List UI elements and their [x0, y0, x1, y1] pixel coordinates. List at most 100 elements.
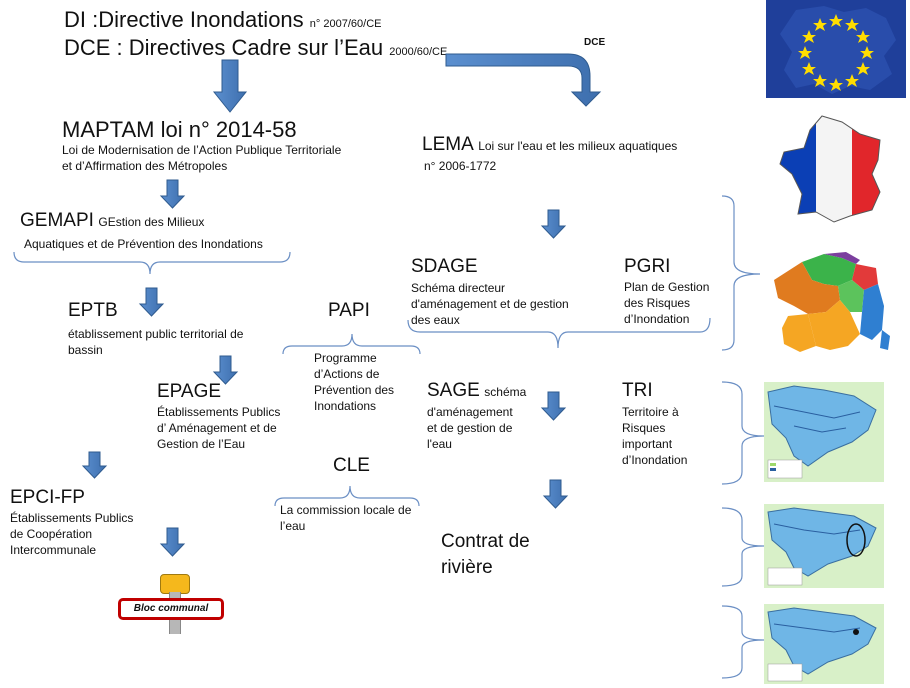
dce-heading: DCE : Directives Cadre sur l’Eau 2000/60…	[64, 36, 447, 64]
di-title: DI :Directive Inondations	[64, 7, 304, 32]
sage-title: SAGE	[427, 380, 480, 401]
arrow-down-icon	[212, 59, 248, 113]
epage-description: Établissements Publics d’ Aménagement et…	[157, 404, 280, 452]
sdage-desc-line: Schéma directeur	[411, 281, 506, 295]
gemapi-title: GEMAPI	[20, 210, 94, 231]
sdage-description: Schéma directeur d'aménagement et de ges…	[411, 280, 569, 328]
papi-desc-line: d’Actions de	[314, 367, 380, 381]
eu-map-icon	[766, 0, 906, 98]
tri-description: Territoire à Risques important d’Inondat…	[622, 404, 687, 468]
epage-desc-line: Gestion de l’Eau	[157, 437, 246, 451]
sage-desc-line: schéma	[484, 385, 527, 399]
france-flag-map-icon	[779, 115, 881, 223]
cle-brace	[274, 485, 420, 507]
papi-desc-line: Prévention des	[314, 383, 395, 397]
france-basins-map-icon	[774, 252, 890, 352]
cle-title: CLE	[333, 455, 370, 476]
contrat-basin-map-image	[764, 504, 884, 588]
bottom-basin-map-image	[764, 604, 884, 684]
epci-desc-line: Intercommunale	[10, 543, 97, 557]
eptb-title: EPTB	[68, 300, 118, 321]
cle-desc-line: La commission locale de	[280, 503, 412, 517]
cle-description: La commission locale de l’eau	[280, 502, 411, 534]
dce-arrow-label: DCE	[584, 37, 606, 48]
eptb-desc-line: établissement public territorial de	[68, 327, 244, 341]
di-heading: DI :Directive Inondations n° 2007/60/CE	[64, 8, 381, 36]
sdage-desc-line: d'aménagement et de gestion	[411, 297, 569, 311]
france-regions-brace	[721, 195, 761, 351]
papi-brace	[282, 333, 421, 355]
epage-desc-line: d’ Aménagement et de	[157, 421, 277, 435]
basin-map-icon	[764, 604, 884, 684]
sdage-brace	[407, 317, 711, 349]
lema-title: LEMA	[422, 134, 474, 155]
basin-map-icon	[764, 382, 884, 482]
arrow-down-icon	[159, 179, 186, 209]
sdage-title: SDAGE	[411, 256, 478, 277]
france-basins-map-image	[764, 250, 894, 354]
arrow-down-icon	[138, 287, 165, 317]
contrat-map-brace	[721, 507, 765, 587]
papi-title: PAPI	[328, 300, 370, 321]
eu-flag-image	[766, 0, 906, 98]
papi-desc-line: Inondations	[314, 399, 377, 413]
arrow-down-icon	[212, 355, 239, 385]
gemapi-desc-line: GEstion des Milieux	[98, 215, 205, 229]
contrat-riviere: Contrat de rivière	[441, 529, 530, 581]
gemapi-brace	[13, 251, 291, 275]
arrow-down-icon	[540, 209, 567, 239]
sage-block: SAGE schéma	[427, 380, 526, 402]
arrow-down-icon	[159, 527, 186, 557]
sage-desc-line: l'eau	[427, 437, 452, 451]
epci-title: EPCI-FP	[10, 487, 85, 508]
tri-desc-line: Risques	[622, 421, 666, 435]
eptb-description: établissement public territorial de bass…	[68, 326, 243, 358]
di-reference: n° 2007/60/CE	[309, 18, 382, 30]
lema-desc-line: Loi sur l'eau et les milieux aquatiques	[478, 139, 678, 153]
epci-desc-line: de Coopération	[10, 527, 93, 541]
tri-desc-line: d’Inondation	[622, 453, 688, 467]
tri-map-brace	[721, 381, 765, 485]
maptam-title: MAPTAM loi n° 2014-58	[62, 117, 297, 142]
maptam-desc-line: Loi de Modernisation de l’Action Publiqu…	[62, 143, 342, 157]
gemapi-desc-line: Aquatiques et de Prévention des Inondati…	[24, 237, 263, 251]
arrow-down-icon	[81, 451, 108, 479]
tri-title: TRI	[622, 380, 653, 401]
lema-desc-line: n° 2006-1772	[424, 159, 497, 173]
epci-desc-line: Établissements Publics	[10, 511, 134, 525]
epci-description: Établissements Publics de Coopération In…	[10, 510, 133, 558]
epage-title: EPAGE	[157, 381, 222, 402]
cle-desc-line: l’eau	[280, 519, 306, 533]
dce-title: DCE : Directives Cadre sur l’Eau	[64, 35, 384, 60]
papi-desc-line: Programme	[314, 351, 377, 365]
maptam-description: Loi de Modernisation de l’Action Publiqu…	[62, 142, 341, 174]
pgri-desc-line: d’Inondation	[624, 312, 690, 326]
eptb-desc-line: bassin	[68, 343, 103, 357]
pgri-title: PGRI	[624, 256, 671, 277]
bloc-communal-sign: Bloc communal	[118, 598, 224, 620]
arrow-down-icon	[542, 479, 569, 509]
dce-reference: 2000/60/CE	[389, 46, 448, 58]
contrat-line: Contrat de	[441, 531, 530, 552]
france-flag-image	[776, 112, 892, 226]
basin-map-icon	[764, 504, 884, 588]
tri-basin-map-image	[764, 382, 884, 482]
bottom-map-brace	[721, 605, 765, 679]
sdage-desc-line: des eaux	[411, 313, 460, 327]
epage-desc-line: Établissements Publics	[157, 405, 281, 419]
maptam-desc-line: et d’Affirmation des Métropoles	[62, 159, 228, 173]
sign-top-icon	[160, 574, 190, 594]
sage-description: d'aménagement et de gestion de l'eau	[427, 404, 513, 452]
arrow-down-icon	[540, 391, 567, 421]
pgri-description: Plan de Gestion des Risques d’Inondation	[624, 279, 709, 327]
pgri-desc-line: des Risques	[624, 296, 691, 310]
tri-desc-line: important	[622, 437, 673, 451]
pgri-desc-line: Plan de Gestion	[624, 280, 710, 294]
tri-desc-line: Territoire à	[622, 405, 679, 419]
sage-desc-line: et de gestion de	[427, 421, 513, 435]
gemapi-block: GEMAPI GEstion des Milieux	[20, 210, 204, 232]
papi-description: Programme d’Actions de Prévention des In…	[314, 350, 394, 414]
sage-desc-line: d'aménagement	[427, 405, 513, 419]
contrat-line: rivière	[441, 557, 493, 578]
curved-arrow-icon	[445, 53, 602, 107]
